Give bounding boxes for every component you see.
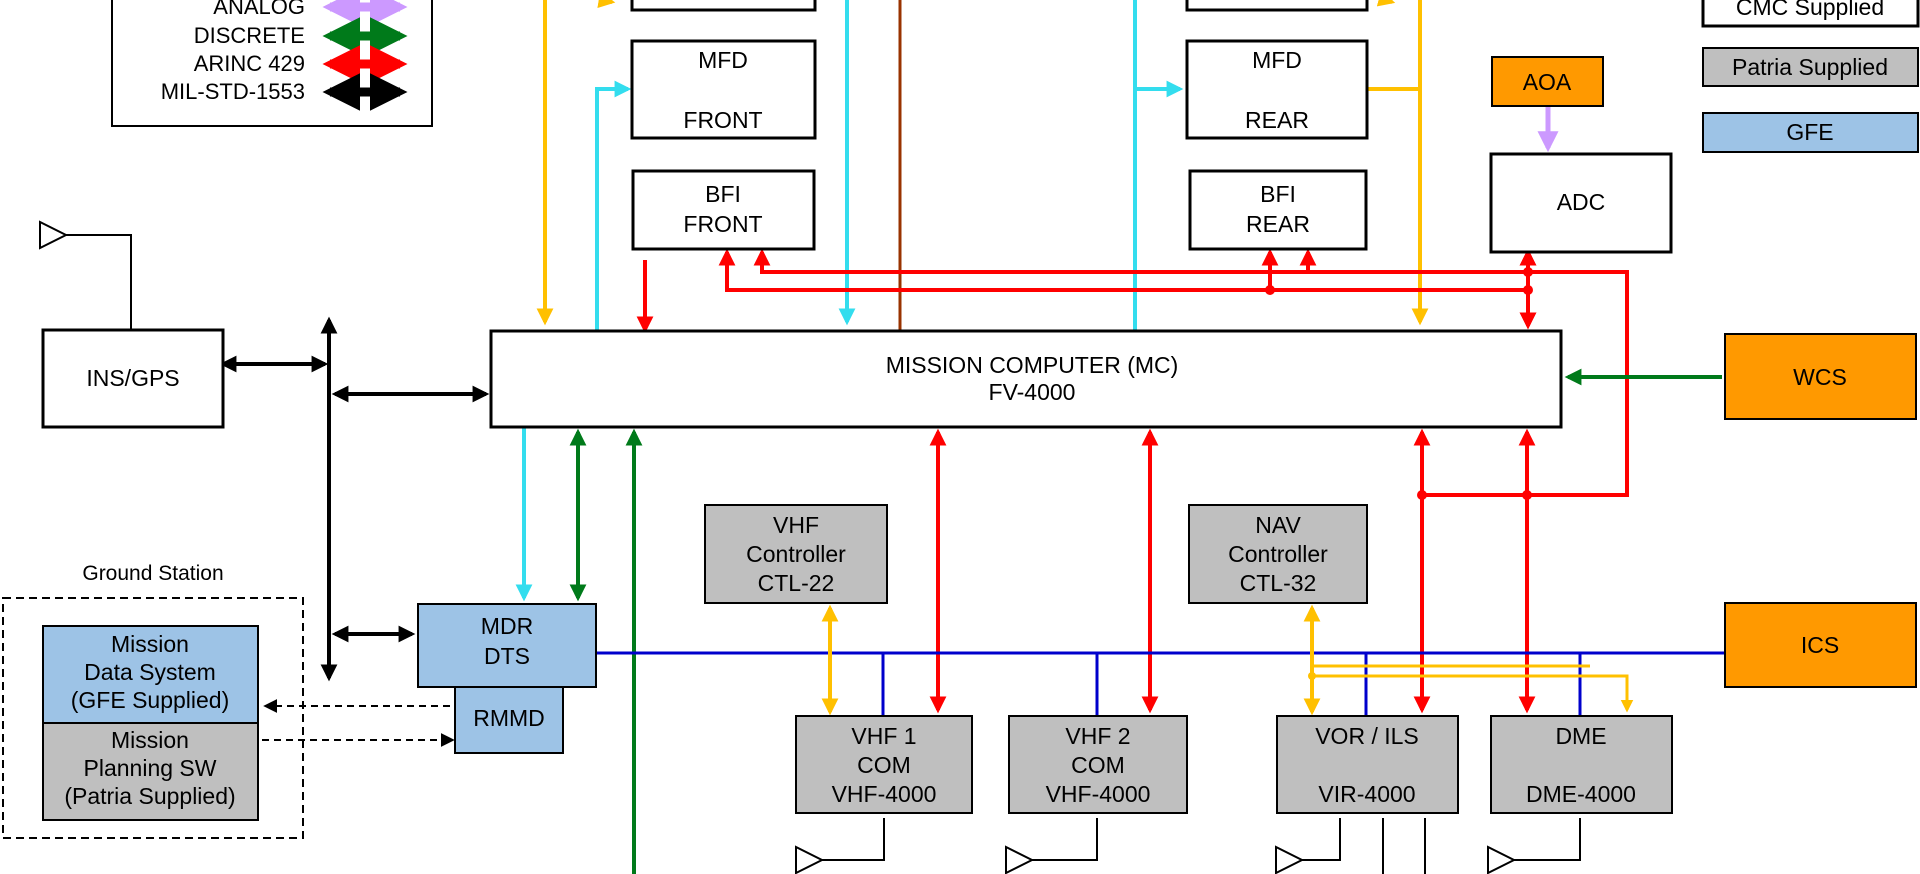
- wcs-box[interactable]: WCS: [1724, 333, 1917, 420]
- mds-line2: Data System: [84, 659, 216, 685]
- vor-antenna-icon: [1275, 845, 1305, 874]
- vhf-controller-line1: VHF: [773, 512, 819, 538]
- arinc-junction-dots: [1265, 267, 1533, 500]
- vhf2-antenna-icon: [1005, 845, 1035, 874]
- aoa-label: AOA: [1523, 69, 1572, 95]
- legend-discrete-label: DISCRETE: [194, 23, 305, 48]
- top-wires: [536, 0, 1429, 330]
- vhf2-line3: VHF-4000: [1046, 781, 1151, 807]
- mfd-rear-title: MFD: [1252, 47, 1302, 73]
- vhf1-com-box[interactable]: VHF 1 COM VHF-4000: [795, 715, 973, 814]
- vhf2-line1: VHF 2: [1065, 723, 1130, 749]
- mc-subtitle: FV-4000: [989, 379, 1076, 405]
- mfd-rear-box[interactable]: MFD REAR: [1185, 39, 1369, 140]
- bfi-front-box[interactable]: BFI FRONT: [631, 169, 816, 251]
- bfi-rear-subtitle: REAR: [1246, 211, 1310, 237]
- aoa-box[interactable]: AOA: [1491, 56, 1604, 107]
- mission-computer-box[interactable]: MISSION COMPUTER (MC) FV-4000: [489, 329, 1563, 429]
- supply-key: CMC Supplied Patria Supplied GFE: [1701, 0, 1920, 153]
- mission-planning-sw-box[interactable]: Mission Planning SW (Patria Supplied): [42, 722, 259, 821]
- mds-line3: (GFE Supplied): [71, 687, 230, 713]
- bfi-front-subtitle: FRONT: [683, 211, 762, 237]
- discrete-and-bus-wires: [66, 106, 1726, 874]
- legend-analog-label: ANALOG: [213, 0, 305, 19]
- vhf1-antenna-icon: [795, 845, 825, 874]
- box-top-right-partial: [1185, 0, 1369, 12]
- vor-ils-line1: VOR / ILS: [1315, 723, 1419, 749]
- mfd-front-box[interactable]: MFD FRONT: [630, 39, 817, 140]
- key-cmc-label: CMC Supplied: [1736, 0, 1884, 20]
- dme-antenna-icon: [1487, 845, 1517, 874]
- mission-data-system-box[interactable]: Mission Data System (GFE Supplied): [42, 625, 259, 724]
- vhf-controller-box[interactable]: VHF Controller CTL-22: [704, 504, 888, 604]
- vor-ils-box[interactable]: VOR / ILS VIR-4000: [1276, 715, 1459, 814]
- vhf-controller-line2: Controller: [746, 541, 846, 567]
- ins-gps-label: INS/GPS: [86, 365, 179, 391]
- legend-arinc-label: ARINC 429: [194, 51, 305, 76]
- bfi-front-title: BFI: [705, 181, 741, 207]
- ics-box[interactable]: ICS: [1724, 602, 1917, 688]
- nav-controller-box[interactable]: NAV Controller CTL-32: [1188, 504, 1368, 604]
- mfd-front-subtitle: FRONT: [683, 107, 762, 133]
- vhf2-line2: COM: [1071, 752, 1125, 778]
- mc-title: MISSION COMPUTER (MC): [886, 352, 1179, 378]
- ins-gps-box[interactable]: INS/GPS: [41, 328, 225, 429]
- bfi-rear-title: BFI: [1260, 181, 1296, 207]
- adc-box[interactable]: ADC: [1489, 152, 1673, 254]
- mfd-front-title: MFD: [698, 47, 748, 73]
- vhf1-line3: VHF-4000: [832, 781, 937, 807]
- mpsw-line3: (Patria Supplied): [64, 783, 235, 809]
- wcs-label: WCS: [1793, 364, 1847, 390]
- vhf1-line2: COM: [857, 752, 911, 778]
- mfd-rear-subtitle: REAR: [1245, 107, 1309, 133]
- dme-line2: DME-4000: [1526, 781, 1636, 807]
- mds-line1: Mission: [111, 631, 189, 657]
- antenna-icons: [39, 220, 1517, 874]
- ins-antenna-icon: [39, 220, 69, 250]
- nav-controller-line3: CTL-32: [1240, 570, 1317, 596]
- box-top-left-partial: [630, 0, 817, 12]
- ground-station-label: Ground Station: [82, 562, 223, 585]
- mpsw-line1: Mission: [111, 727, 189, 753]
- legend: ANALOG DISCRETE ARINC 429 MIL-STD-1553: [111, 0, 433, 127]
- vhf-controller-line3: CTL-22: [758, 570, 835, 596]
- vhf1-line1: VHF 1: [851, 723, 916, 749]
- mdr-dts-box[interactable]: MDR DTS: [417, 603, 597, 688]
- key-gfe-label: GFE: [1786, 119, 1833, 145]
- nav-controller-line2: Controller: [1228, 541, 1328, 567]
- rmmd-box[interactable]: RMMD: [454, 686, 564, 754]
- vor-ils-line2: VIR-4000: [1318, 781, 1415, 807]
- bfi-rear-box[interactable]: BFI REAR: [1188, 169, 1368, 251]
- ground-station-frame: [2, 597, 304, 839]
- adc-label: ADC: [1557, 189, 1606, 215]
- ics-label: ICS: [1801, 632, 1839, 658]
- nav-controller-line1: NAV: [1255, 512, 1301, 538]
- dme-line1: DME: [1555, 723, 1606, 749]
- key-patria-label: Patria Supplied: [1732, 54, 1888, 80]
- rmmd-label: RMMD: [473, 705, 545, 731]
- mdr-dts-line2: DTS: [484, 643, 530, 669]
- dme-box[interactable]: DME DME-4000: [1490, 715, 1673, 814]
- mpsw-line2: Planning SW: [84, 755, 217, 781]
- mdr-dts-line1: MDR: [481, 613, 533, 639]
- legend-milstd-label: MIL-STD-1553: [161, 79, 305, 104]
- vhf2-com-box[interactable]: VHF 2 COM VHF-4000: [1008, 715, 1188, 814]
- ground-station-group: Ground Station Mission Data System (GFE …: [2, 562, 304, 839]
